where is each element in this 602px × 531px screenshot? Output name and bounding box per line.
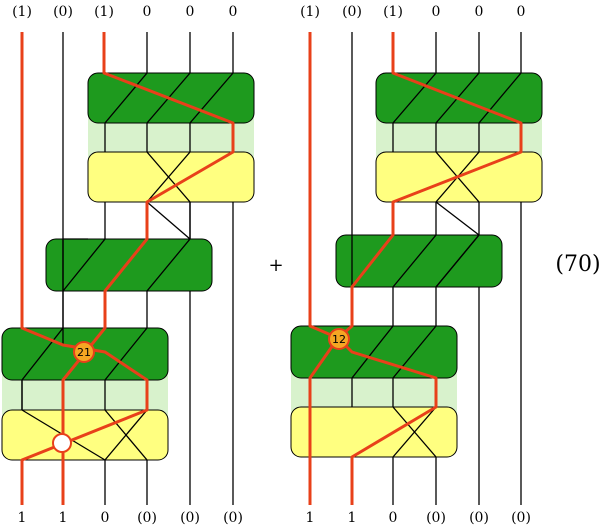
right-bottom-label-4: (0) — [426, 510, 446, 526]
left-bottom-label-4: (0) — [137, 510, 157, 526]
left-empty-vertex — [52, 433, 72, 453]
left-top-label-5: 0 — [186, 4, 195, 20]
right-top-label-3: (1) — [383, 4, 403, 20]
left-bottom-label-6: (0) — [223, 510, 243, 526]
left-green-block-middle — [45, 238, 213, 292]
left-bottom-label-1: 1 — [18, 510, 27, 526]
right-yellow-block-bottom — [290, 406, 458, 458]
left-bottom-label-2: 1 — [59, 510, 68, 526]
right-vertex-badge — [328, 328, 350, 350]
left-top-label-6: 0 — [229, 4, 238, 20]
plus-operator: + — [268, 255, 283, 276]
right-bottom-label-2: 1 — [348, 510, 357, 526]
right-vertex-badge-label: 12 — [332, 333, 346, 346]
right-top-label-6: 0 — [517, 4, 526, 20]
right-bottom-label-6: (0) — [511, 510, 531, 526]
left-top-label-4: 0 — [143, 4, 152, 20]
right-green-block-middle — [335, 234, 503, 288]
right-red-paths — [308, 32, 523, 505]
left-bottom-label-5: (0) — [180, 510, 200, 526]
left-top-label-1: (1) — [12, 4, 32, 20]
right-bottom-label-1: 1 — [306, 510, 315, 526]
left-vertex-badge-label: 21 — [77, 346, 91, 359]
right-top-label-2: (0) — [342, 4, 362, 20]
right-top-label-5: 0 — [475, 4, 484, 20]
left-top-label-3: (1) — [94, 4, 114, 20]
equation-number: (70) — [555, 252, 600, 277]
right-bottom-label-3: 0 — [389, 510, 398, 526]
right-top-label-1: (1) — [300, 4, 320, 20]
left-yellow-block-top — [87, 151, 255, 203]
right-bottom-label-5: (0) — [469, 510, 489, 526]
left-bottom-label-3: 0 — [101, 510, 110, 526]
left-vertex-badge — [73, 341, 95, 363]
right-diagram: (1) (0) (1) 0 0 0 — [290, 4, 543, 526]
left-diagram: (1) (0) (1) 0 0 0 — [1, 4, 255, 526]
left-top-label-2: (0) — [53, 4, 73, 20]
right-top-label-4: 0 — [432, 4, 441, 20]
